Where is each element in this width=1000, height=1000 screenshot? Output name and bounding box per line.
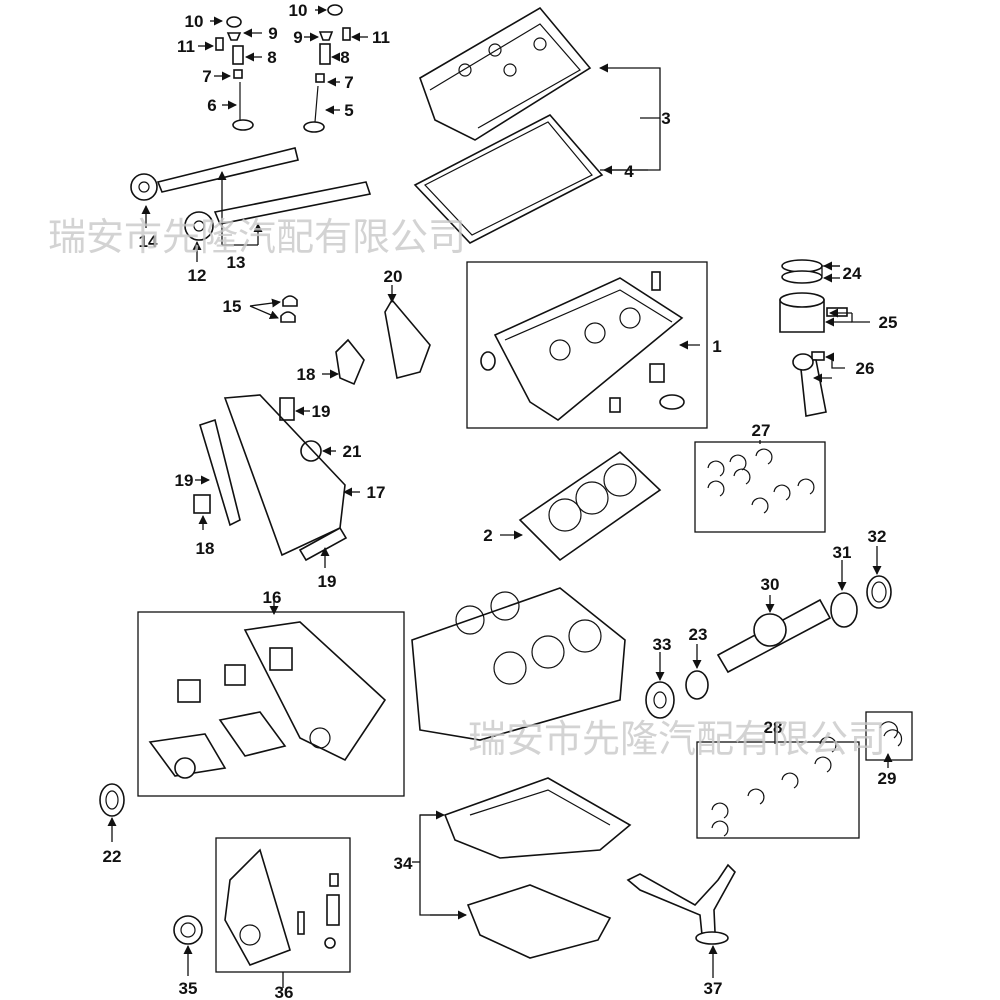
callout-21: 21 xyxy=(343,442,362,461)
callout-28: 28 xyxy=(764,718,783,737)
thrust-washers xyxy=(879,721,903,747)
callout-7: 7 xyxy=(344,73,353,92)
callout-23: 23 xyxy=(689,625,708,644)
callout-4: 4 xyxy=(624,162,634,181)
cylinder-head xyxy=(480,271,685,421)
oil-pickup xyxy=(626,863,736,945)
front-seal xyxy=(99,783,125,817)
front-seal-inner xyxy=(105,790,119,810)
valve-cover xyxy=(419,6,592,141)
callout-10: 10 xyxy=(289,1,308,20)
callout-11: 11 xyxy=(177,37,195,56)
callout-19: 19 xyxy=(318,572,337,591)
rod-bearing-box xyxy=(696,741,860,839)
callout-3: 3 xyxy=(661,109,670,128)
callout-32: 32 xyxy=(868,527,887,546)
timing-cover xyxy=(148,621,387,779)
valve-cover-gasket xyxy=(413,113,604,244)
callout-25: 25 xyxy=(879,313,898,332)
callout-17: 17 xyxy=(367,483,386,502)
callout-12: 12 xyxy=(188,266,207,285)
callout-37: 37 xyxy=(704,979,723,998)
crankshaft-assembly xyxy=(645,575,892,719)
callout-18: 18 xyxy=(196,539,215,558)
callout-13: 13 xyxy=(227,253,246,272)
watermark-top: 瑞安市先隆汽配有限公司 xyxy=(48,215,466,259)
rod-bearings xyxy=(711,736,837,837)
head-gasket xyxy=(518,450,662,562)
callout-33: 33 xyxy=(653,635,672,654)
valve-cover-gasket-inner xyxy=(424,121,593,236)
oil-pan xyxy=(443,777,632,959)
oil-pump xyxy=(173,848,340,966)
leader-lines xyxy=(107,5,893,988)
engine-block xyxy=(411,587,626,741)
callout-19: 19 xyxy=(312,402,331,421)
callout-10: 10 xyxy=(185,12,204,31)
cylinder-head-box xyxy=(466,261,708,429)
callout-29: 29 xyxy=(878,769,897,788)
callout-11: 11 xyxy=(372,28,390,47)
watermark-bottom: 瑞安市先隆汽配有限公司 xyxy=(468,717,886,761)
callout-18: 18 xyxy=(297,365,316,384)
callout-2: 2 xyxy=(483,526,492,545)
camshaft-assembly xyxy=(130,147,372,241)
callout-14: 14 xyxy=(139,232,158,251)
callout-8: 8 xyxy=(267,48,276,67)
callout-30: 30 xyxy=(761,575,780,594)
callout-31: 31 xyxy=(833,543,852,562)
callout-34: 34 xyxy=(394,854,413,873)
callout-6: 6 xyxy=(207,96,216,115)
callout-5: 5 xyxy=(344,101,353,120)
callout-24: 24 xyxy=(843,264,862,283)
callout-7: 7 xyxy=(202,67,211,86)
callout-27: 27 xyxy=(752,421,771,440)
valve-train-right xyxy=(303,4,351,133)
callout-20: 20 xyxy=(384,267,403,286)
callout-19: 19 xyxy=(175,471,194,490)
callout-9: 9 xyxy=(293,28,302,47)
main-bearings xyxy=(707,448,815,514)
callout-1: 1 xyxy=(712,337,721,356)
callout-22: 22 xyxy=(103,847,122,866)
callout-8: 8 xyxy=(340,48,349,67)
piston-assembly xyxy=(779,259,848,417)
callout-26: 26 xyxy=(856,359,875,378)
timing-chain-parts xyxy=(193,298,431,562)
main-bearing-box xyxy=(694,441,826,533)
callout-15: 15 xyxy=(223,297,242,316)
callout-35: 35 xyxy=(179,979,198,998)
callout-36: 36 xyxy=(275,983,294,1000)
cam-caps xyxy=(280,295,298,323)
callout-9: 9 xyxy=(268,24,277,43)
valve-train-left xyxy=(215,16,254,131)
callout-16: 16 xyxy=(263,588,282,607)
